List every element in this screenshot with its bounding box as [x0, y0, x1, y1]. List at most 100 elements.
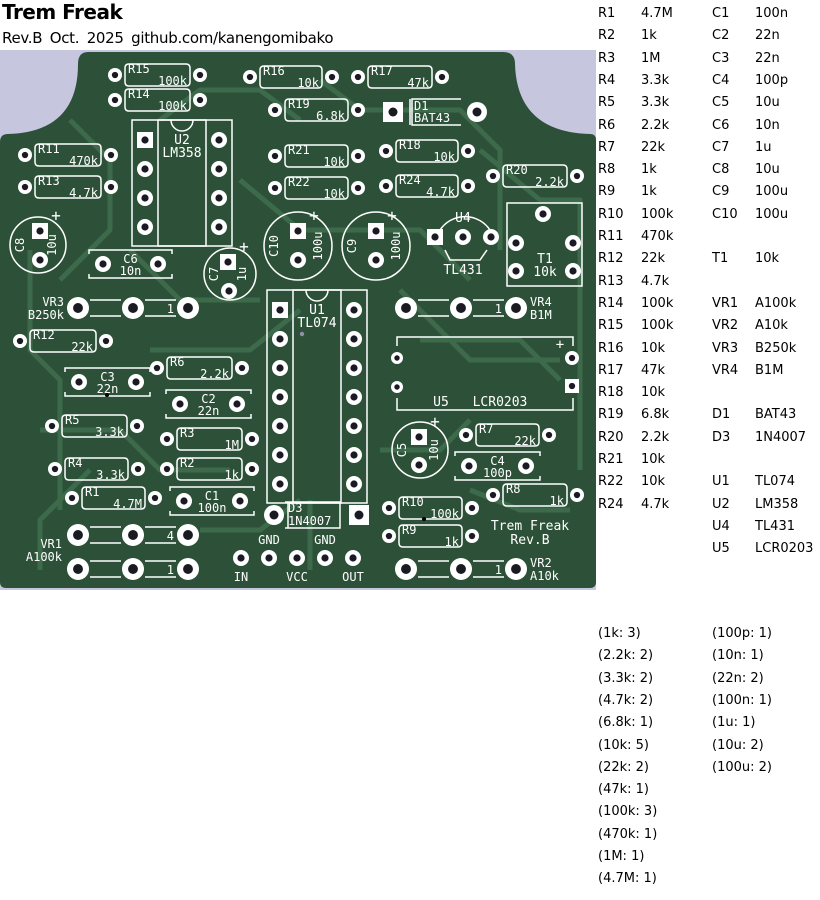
resistor-value: 470k: [69, 154, 99, 168]
diode-ref: D3: [288, 501, 302, 515]
capacitor-value-count: (10u: 2): [712, 737, 764, 753]
resistor-ref: R6: [170, 355, 184, 369]
bom-ref: D3: [712, 429, 731, 445]
drill-hole: [465, 462, 473, 470]
revision: Rev.B: [2, 29, 43, 47]
ic-ref: U2: [174, 133, 190, 148]
drill-hole: [154, 260, 162, 268]
drill-hole: [134, 465, 142, 473]
resistor-value: 1M: [225, 438, 239, 452]
drill-hole: [385, 504, 393, 512]
resistor-outline: [124, 63, 191, 87]
capacitor-value-count: (100p: 1): [712, 626, 772, 641]
resistor-value-count: (470k: 1): [598, 826, 658, 842]
electrolytic-outline: [341, 211, 411, 281]
bom-ref: R17: [598, 362, 624, 378]
cap-value: 10u: [45, 234, 59, 256]
drill-hole: [462, 431, 470, 439]
drill-hole: [464, 182, 472, 190]
pot-outline: [418, 560, 504, 578]
drill-hole: [151, 494, 159, 502]
copper-trace: [58, 118, 113, 282]
bom-value: 22k: [641, 139, 666, 155]
drill-hole: [196, 96, 204, 104]
bom-ref: R4: [598, 72, 616, 88]
drill-hole: [512, 267, 520, 275]
resistor-value: 22k: [71, 340, 93, 354]
resistor-ref: R9: [402, 523, 416, 537]
film-cap-outline: [454, 451, 541, 481]
resistor-ref: R7: [479, 422, 493, 436]
project-subtitle: Rev.B Oct. 2025 github.com/kanengomibako: [2, 29, 334, 47]
bom-ref: C8: [712, 162, 730, 178]
bom-ref: C2: [712, 28, 730, 44]
resistor-value: 10k: [433, 150, 455, 164]
drill-hole: [328, 73, 336, 81]
pads: [13, 68, 584, 580]
drill-hole: [238, 364, 246, 372]
pot-pin-label: 1: [495, 302, 502, 316]
drill-hole: [522, 462, 530, 470]
drill-hole: [237, 554, 245, 562]
cap-ref: C2: [201, 392, 215, 406]
bom-value: TL431: [755, 518, 795, 534]
drill-hole: [68, 494, 76, 502]
cap-ref: C1: [205, 489, 219, 503]
bom-value: B250k: [755, 340, 797, 356]
bom-ref: VR2: [712, 318, 739, 334]
film-cap-outline: [169, 486, 255, 516]
resistor-outline: [395, 139, 459, 163]
bom-ref: R3: [598, 50, 616, 66]
drill-hole: [294, 256, 302, 264]
copper-trace: [200, 498, 302, 533]
drill-hole: [176, 400, 184, 408]
drill-hole: [107, 183, 115, 191]
bom-ref: R13: [598, 273, 624, 289]
vactrol-outline: [396, 336, 574, 411]
drill-hole: [180, 497, 188, 505]
bom-ref: U1: [712, 474, 730, 490]
repo-url: github.com/kanengomibako: [131, 29, 334, 47]
resistor-value: 2.2k: [535, 175, 565, 189]
bom-ref: R21: [598, 452, 624, 467]
cap-ref: C5: [395, 443, 409, 457]
cap-value: 10u: [427, 439, 441, 461]
bom-ref: D1: [712, 407, 731, 423]
resistor-ref: R15: [128, 62, 150, 76]
bom-value: LCR0203: [755, 541, 814, 557]
bom-ref: R10: [598, 206, 624, 222]
cap-value: 1u: [235, 267, 249, 281]
drill-hole: [464, 147, 472, 155]
plus-mark: +: [309, 206, 319, 225]
bom-ref: VR4: [712, 362, 739, 378]
bom-ref: U2: [712, 496, 730, 512]
bom-ref: R2: [598, 28, 616, 44]
resistor-value: 100k: [158, 74, 188, 88]
resistor-value: 1k: [550, 494, 565, 508]
bom-ref: R9: [598, 184, 616, 200]
bom-ref: R14: [598, 295, 624, 311]
resistor-value-count: (1k: 3): [598, 626, 641, 641]
copper-trace: [150, 308, 302, 353]
cap-ref: C6: [123, 252, 137, 266]
drill-hole: [128, 564, 138, 574]
ic-body-outline: [292, 289, 342, 504]
bom-ref: U5: [712, 541, 730, 557]
resistor-value: 3.3k: [95, 425, 125, 439]
bom-value: 22n: [755, 28, 780, 44]
drill-hole: [382, 147, 390, 155]
silkscreen: [9, 63, 583, 578]
pot-value: A10k: [530, 569, 560, 583]
bom-value: 470k: [641, 229, 674, 244]
bom-ref: C5: [712, 95, 730, 111]
resistor-ref: R13: [38, 174, 60, 188]
copper-traces: [27, 78, 583, 570]
resistor-value-count: (6.8k: 1): [598, 715, 654, 731]
drill-hole: [236, 497, 244, 505]
resistor-value: 2.2k: [200, 367, 230, 381]
pot-outline: [90, 560, 176, 578]
bom-ref: R7: [598, 139, 616, 155]
copper-trace: [238, 178, 472, 282]
drill-hole: [183, 564, 193, 574]
drill-hole: [271, 152, 279, 160]
